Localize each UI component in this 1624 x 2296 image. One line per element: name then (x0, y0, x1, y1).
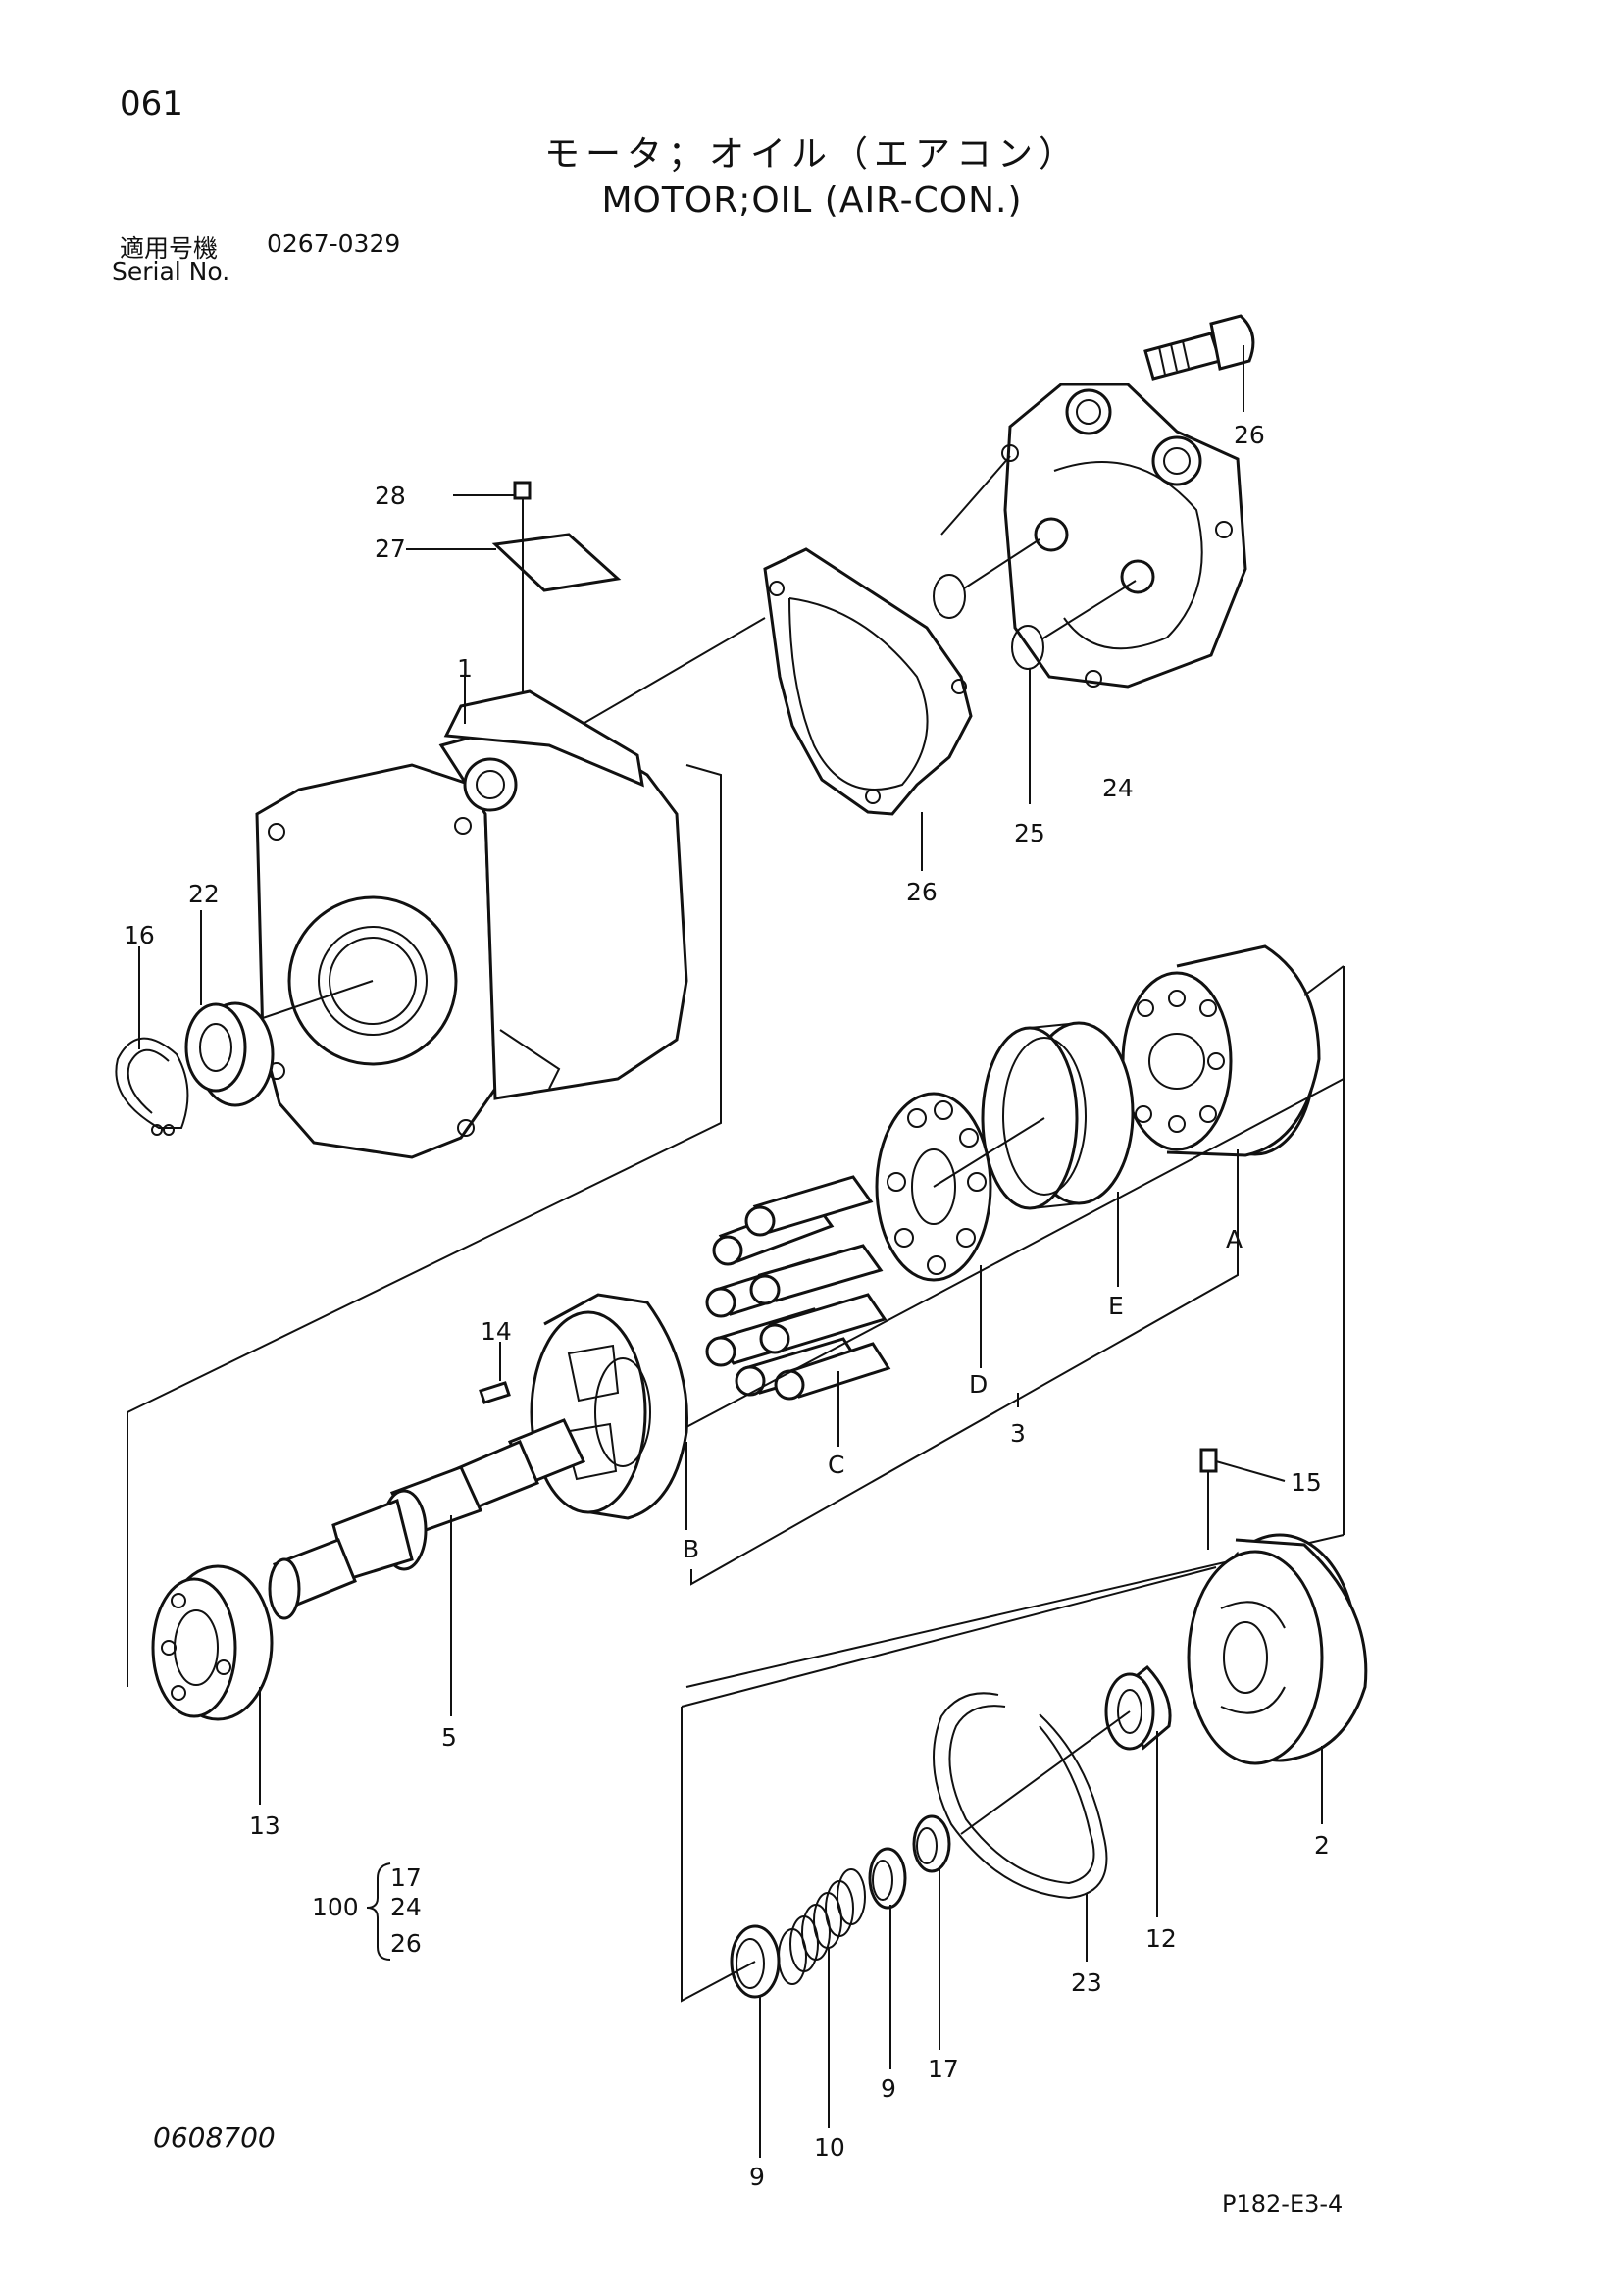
part-25-bolt (1143, 314, 1255, 381)
serial-label-en: Serial No. (112, 257, 230, 285)
part-17-seal (184, 1001, 275, 1107)
callout-24: 25 (1014, 819, 1045, 847)
callout-C: C (828, 1451, 844, 1479)
page-number: 061 (120, 84, 183, 124)
callout-5: 5 (441, 1723, 457, 1752)
page-title-en: MOTOR;OIL (AIR-CON.) (601, 180, 1023, 221)
serial-range: 0267-0329 (267, 230, 401, 258)
group-bracket-3 (690, 1221, 1239, 1586)
part-26-gasket (763, 547, 973, 816)
callout-13: 14 (481, 1317, 512, 1346)
document-number: 0608700 (153, 2121, 276, 2154)
part-E-ring (981, 1021, 1135, 1210)
part-A-cylinder-block (1121, 944, 1321, 1157)
callout-3: 3 (1010, 1419, 1026, 1448)
callout-16: 17 (928, 2055, 959, 2083)
kit-member-26: 26 (390, 1929, 422, 1958)
page-code: P182-E3-4 (1222, 2190, 1344, 2218)
callout-E: E (1108, 1292, 1124, 1320)
callout-B: B (683, 1535, 699, 1563)
kit-member-24: 24 (390, 1893, 422, 1921)
part-12-needle-bearing (1104, 1664, 1172, 1751)
part-13-pin (479, 1381, 511, 1404)
part-B-swash-plate (530, 1293, 688, 1520)
callout-9-lower: 9 (749, 2163, 765, 2191)
callout-15: 16 (124, 921, 155, 949)
part-5-shaft (268, 1418, 586, 1620)
kit-number: 100 (312, 1893, 359, 1921)
callout-2: 2 (1314, 1831, 1330, 1860)
kit-member-17: 17 (390, 1863, 422, 1892)
callout-26: 26 (906, 878, 938, 906)
part-15-snap-ring (115, 1037, 189, 1136)
callout-10: 10 (814, 2133, 845, 2162)
part-2-cover (1187, 1533, 1368, 1765)
part-14-pin (1199, 1448, 1218, 1473)
part-24-o-ring-lower (1011, 625, 1044, 670)
callout-28: 28 (375, 482, 406, 510)
callout-22: 23 (1071, 1968, 1102, 1997)
part-24-o-ring-upper (933, 574, 966, 619)
part-23-end-cover (1001, 383, 1247, 689)
callout-25: 26 (1234, 421, 1265, 449)
part-10-spring (778, 1868, 866, 1985)
callout-27: 27 (375, 535, 406, 563)
callout-23: 24 (1102, 774, 1134, 802)
callout-1: 1 (457, 654, 473, 683)
part-28-screw (513, 481, 532, 510)
leader-14 (1215, 1460, 1286, 1482)
part-9-seat-upper (868, 1847, 907, 1910)
callout-17: 22 (188, 880, 220, 908)
callout-11: 13 (249, 1811, 280, 1840)
callout-12: 12 (1145, 1924, 1177, 1953)
callout-9-upper: 9 (881, 2074, 896, 2103)
kit-100-brace (366, 1862, 391, 1961)
callout-14: 15 (1291, 1468, 1322, 1497)
part-C-pistons (705, 1175, 891, 1401)
page-title-jp: モータ；オイル（エアコン） (543, 134, 1080, 175)
part-27-name-plate (491, 533, 622, 592)
serial-label-jp: 適用号機 (120, 234, 219, 263)
part-11-bearing (151, 1564, 274, 1721)
callout-D: D (969, 1370, 988, 1399)
part-22-ring (933, 1692, 1108, 1900)
part-1-housing (255, 689, 688, 1159)
callout-A: A (1226, 1225, 1243, 1253)
part-16-retaining-ring (912, 1814, 951, 1873)
